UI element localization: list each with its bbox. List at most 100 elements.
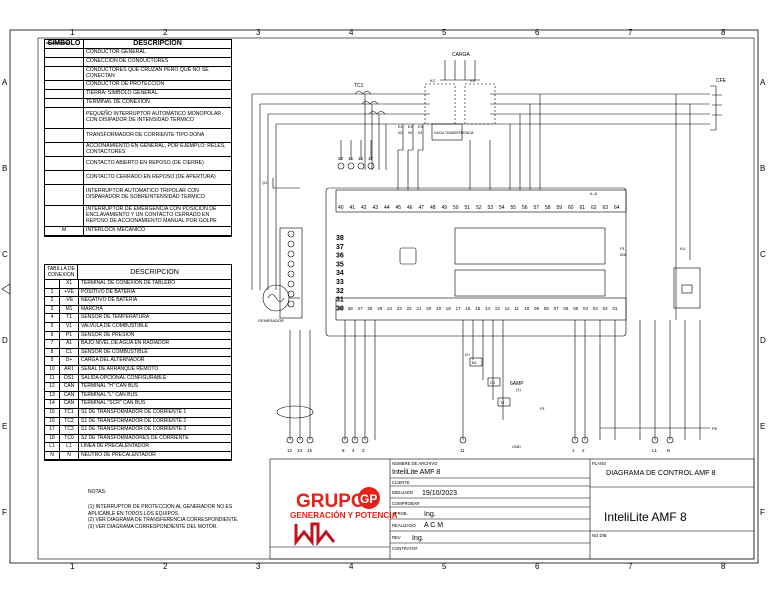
fuse-label: 6AMP [510,381,524,387]
module-bottom-number: 01 [612,306,618,311]
row-description: S1 DE TRANSFORMADOR DE CORRIENTE 3 [81,426,187,433]
top-terminal [337,162,345,170]
module-bottom-number: 28 [348,306,354,311]
bottom-terminal [306,436,314,444]
plano-value: DIAGRAMA DE CONTROL AMF 8 [606,468,716,477]
column-label-bottom-6: 6 [535,562,540,571]
side-terminal [287,300,295,308]
wire-right-ku [675,94,691,320]
column-label-bottom-5: 5 [442,562,447,571]
row-code: L1 [60,443,79,451]
bottom-terminal [651,436,659,444]
bottom-terminal [286,436,294,444]
module-bottom-number: 25 [377,306,383,311]
row-code: X1 [60,280,79,288]
wire-carga [444,60,476,80]
bottom-terminal [571,436,579,444]
module-top-number: 40 [338,205,344,211]
legend-header-symbol: SIMBOLO [45,40,84,48]
legend-description: CONECCION DE CONDUCTORES [86,58,169,65]
side-terminal [287,270,295,278]
row-code: AR1 [60,365,79,374]
sensor-p1-label: P1 [540,406,546,411]
bottom-terminal [361,436,369,444]
legend-description: CONTACTO CERRADO EN REPOSO (DE APERTURA) [86,173,216,180]
p1-label: P1 [620,246,626,251]
column-label-bottom-4: 4 [349,562,354,571]
aprob-value: Ing. [424,511,436,518]
side-terminal [287,240,295,248]
row-number: 1 [45,288,60,297]
row-code: M1 [60,305,79,314]
row-label-left-C: C [2,250,8,259]
row-code: A1 [60,340,79,348]
side-terminal [287,290,295,298]
row-label-left-F: F [2,508,7,517]
module-bottom-number: 14 [485,306,491,311]
row-code: -VE [60,297,79,305]
module-side-number: 38 [336,235,344,242]
row-number: 17 [45,426,60,434]
module-bottom-number: 29 [338,306,344,311]
wire-left-contact [272,178,300,189]
row-label-left-D: D [2,336,8,345]
module-bottom-number: 20 [426,306,432,311]
column-label-bottom-1: 1 [70,562,75,571]
usb-port [399,247,417,265]
relay-kc-label: KC [430,78,436,83]
bottom-terminal [351,436,359,444]
row-label-left-E: E [2,422,7,431]
module-bottom-number: 12 [505,306,511,311]
controller-display [454,227,606,265]
ku-label: KU [680,246,686,251]
side-terminal [287,260,295,268]
module-bottom-number: 04 [583,306,589,311]
bottom-terminal [296,436,304,444]
company-main-text: GRUPO [296,491,366,512]
module-top-number: 42 [361,205,367,211]
row-number: 15 [45,408,60,417]
contrato-label: CONTRATO# [392,546,418,551]
row-number: 13 [45,391,60,400]
module-side-number: 37 [336,244,344,251]
row-description: TERMINAL DE CONEXION DE TABLERO [81,280,176,286]
row-number: 16 [45,417,60,426]
bottom-terminal-number: N [667,448,670,453]
generator-wave [267,294,285,302]
module-bottom-number: 08 [544,306,550,311]
row-code: N [60,451,79,460]
bottom-terminal-number: 4 [352,448,355,453]
module-bottom-number: 03 [593,306,599,311]
row-code: V1 [60,322,79,331]
column-label-top-3: 3 [256,28,261,37]
module-side-number: 30 [336,305,344,312]
row-code: CAN [60,391,79,400]
controller-left-connector [279,227,303,319]
module-top-number: 59 [557,205,563,211]
e2-sub: N2 [408,131,412,135]
module-top-number: 63 [603,205,609,211]
row-code: P1 [60,331,79,340]
bottom-terminal-number: 13 [297,448,303,453]
sensor-box-b1 [469,357,483,367]
controller-side-terminals [287,230,295,308]
wire-bottom-left [289,330,311,440]
module-top-number: 48 [430,205,436,211]
row-description: POSITIVO DE BATERIA [81,288,136,295]
controller-module [325,187,627,337]
column-label-top-2: 2 [163,28,168,37]
note-item: (2) VER DIAGRAMA DE TRANSFERENCIA CORRES… [88,517,239,524]
row-label-right-B: B [760,164,765,173]
hacia-transferencia-label: HACIA TRANSFERENCIA [434,131,474,135]
row-number [45,280,60,288]
wire-top-terminals [340,140,372,160]
sensor-d-label: D+ [465,352,471,357]
